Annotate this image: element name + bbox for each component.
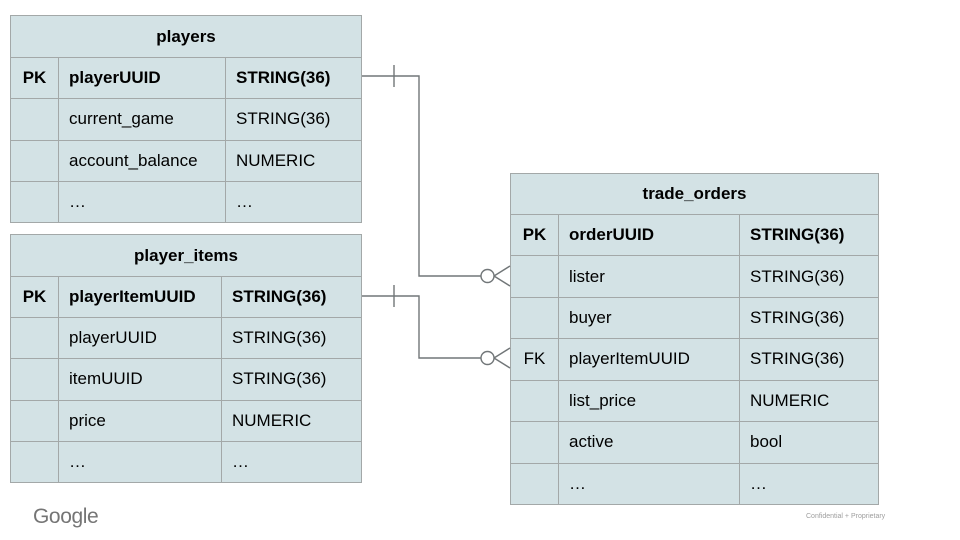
cell-name: orderUUID (558, 214, 739, 256)
connector-players-to-trade-orders (362, 65, 511, 287)
cell-type: STRING(36) (221, 358, 361, 400)
cell-type: … (739, 462, 878, 504)
cell-key (11, 440, 58, 482)
cell-name: … (558, 462, 739, 504)
cell-type: STRING(36) (221, 276, 361, 318)
cell-type: STRING(36) (739, 296, 878, 339)
cell-name: list_price (558, 379, 739, 422)
table-trade-orders-title: trade_orders (642, 184, 747, 203)
cell-key (11, 180, 58, 222)
table-player-items-title: player_items (134, 245, 238, 265)
cell-key (511, 296, 558, 338)
confidential-label: Confidential + Proprietary (806, 513, 886, 520)
cell-key (11, 358, 58, 399)
cell-type: bool (739, 421, 878, 463)
cardinality-zero-circle-marker (480, 350, 495, 366)
cell-key: PK (11, 57, 58, 98)
cell-type: STRING(36) (225, 98, 361, 140)
cell-name: price (58, 399, 221, 441)
cell-key: PK (511, 214, 558, 255)
cell-name: playerItemUUID (558, 338, 739, 380)
table-trade-orders: trade_orders PK orderUUID STRING(36) lis… (510, 173, 879, 505)
crow-foot-many-marker (493, 347, 511, 369)
cell-name: active (558, 421, 739, 463)
cell-key (511, 379, 558, 421)
crow-foot-many-marker (493, 265, 511, 287)
cell-key (11, 139, 58, 181)
cell-type: NUMERIC (739, 379, 878, 422)
cell-key (511, 421, 558, 462)
cell-name: playerItemUUID (58, 276, 221, 318)
cell-type: STRING(36) (739, 255, 878, 297)
cell-type: STRING(36) (221, 317, 361, 359)
cell-type: STRING(36) (739, 338, 878, 380)
cell-type: NUMERIC (221, 399, 361, 441)
cell-type: STRING(36) (225, 57, 361, 99)
cell-type: NUMERIC (225, 139, 361, 181)
cell-name: account_balance (58, 139, 225, 181)
cell-key (11, 399, 58, 441)
cardinality-zero-circle-marker (480, 268, 495, 284)
cell-key (511, 462, 558, 504)
cell-name: current_game (58, 98, 225, 140)
connector-line (362, 295, 481, 359)
cell-type: … (221, 440, 361, 482)
cell-key (11, 98, 58, 139)
table-players-title: players (156, 26, 216, 46)
cell-type: STRING(36) (739, 214, 878, 256)
table-player-items: player_items PK playerItemUUID STRING(36… (10, 234, 362, 483)
google-logo: Google (33, 505, 99, 528)
table-players: players PK playerUUID STRING(36) current… (10, 15, 362, 223)
cell-key: FK (511, 338, 558, 379)
cell-key (11, 317, 58, 358)
cell-name: … (58, 440, 221, 482)
cell-key (511, 255, 558, 296)
cell-key: PK (11, 276, 58, 317)
cell-name: … (58, 180, 225, 222)
cell-name: playerUUID (58, 317, 221, 359)
cell-name: lister (558, 255, 739, 297)
connector-line (362, 75, 481, 277)
connector-player-items-to-trade-orders (362, 285, 511, 369)
cell-name: playerUUID (58, 57, 225, 99)
cell-name: itemUUID (58, 358, 221, 400)
cell-type: … (225, 180, 361, 222)
cell-name: buyer (558, 296, 739, 339)
